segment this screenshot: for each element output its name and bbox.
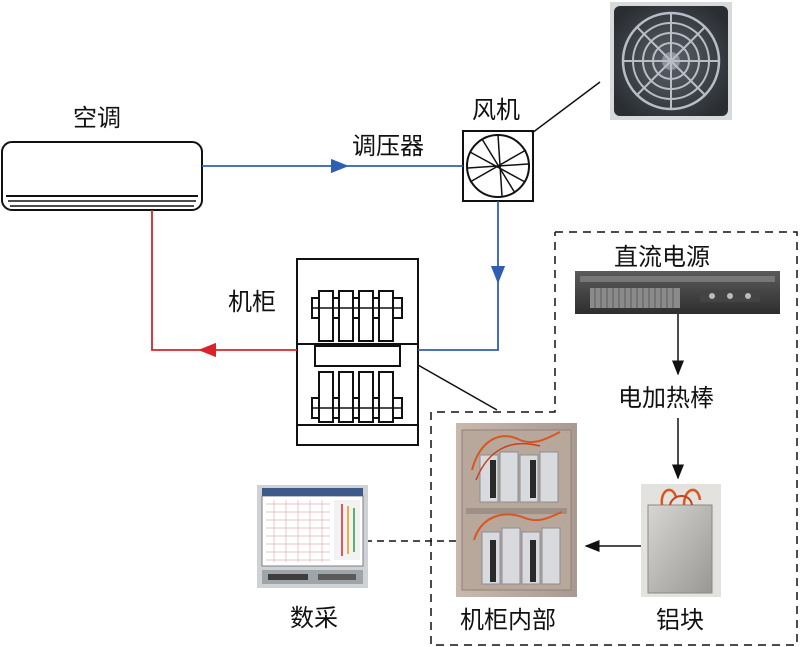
aluminum-block-icon [641,484,721,597]
label-cabinet: 机柜 [228,288,276,316]
hot-air-path [151,210,297,358]
fan-icon [462,130,534,202]
label-dc-power: 直流电源 [614,243,710,271]
power-supply-icon [575,271,780,314]
fan-photo [610,2,732,120]
cabinet-interior-photo [456,423,577,597]
label-data-acquisition: 数采 [290,604,338,632]
label-cabinet-interior: 机柜内部 [460,606,556,634]
label-heater-rod: 电加热棒 [618,384,714,412]
heating-system-boundary [430,231,798,646]
monitor-icon [257,485,368,588]
label-regulator: 调压器 [352,132,424,160]
cold-air-path [202,158,506,351]
label-ac: 空调 [73,104,121,132]
label-aluminum-block: 铝块 [656,606,704,634]
label-fan: 风机 [472,96,520,124]
server-cabinet-icon [296,258,419,446]
cabinet-interior-leader [417,364,498,411]
air-conditioner-icon [1,141,203,211]
fan-photo-leader [531,81,601,134]
